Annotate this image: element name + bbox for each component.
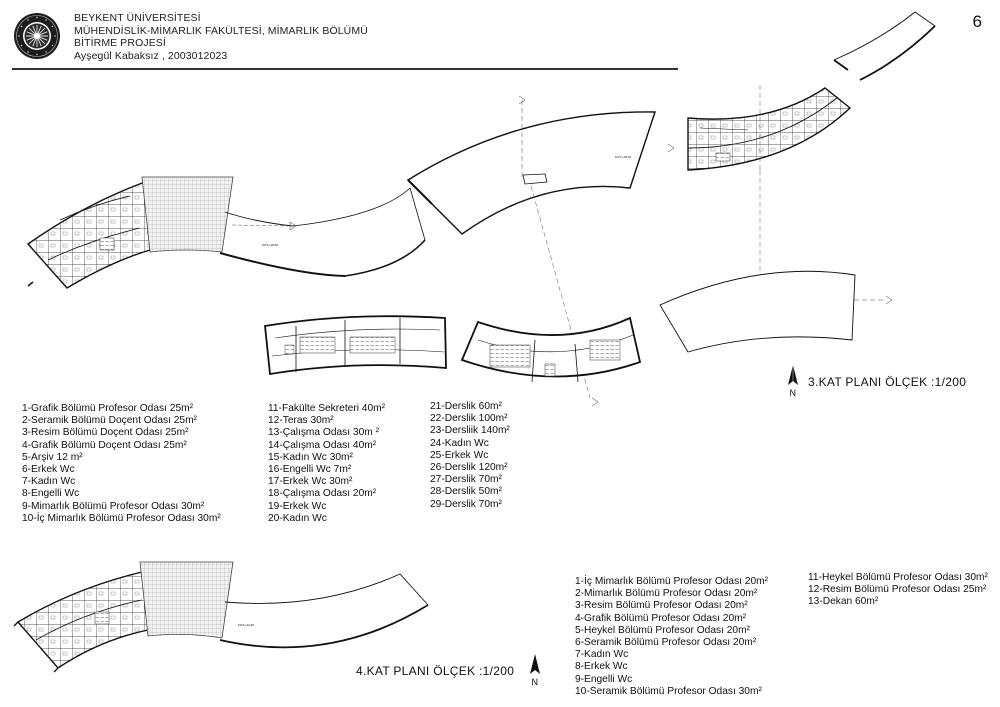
svg-text:KOT:+18.00: KOT:+18.00 — [615, 155, 631, 159]
legend-item: 7-Kadın Wc — [575, 649, 629, 661]
legend-item: 19-Erkek Wc — [268, 500, 327, 512]
legend-item: 3-Resim Bölümü Doçent Odası 25m² — [22, 427, 189, 439]
floor3-west-wing: KOT:+18.00 — [26, 176, 426, 289]
legend-item: 12-Teras 30m² — [268, 415, 334, 427]
legend-item: 18-Çalışma Odası 20m² — [268, 488, 377, 500]
project-name: BİTİRME PROJESİ — [74, 37, 166, 49]
floor3-legend-col3: 21-Derslik 60m² 22-Derslik 100m² 23-Ders… — [430, 401, 510, 511]
legend-item: 10-Seramik Bölümü Profesor Odası 30m² — [575, 685, 762, 697]
legend-item: 14-Çalışma Odası 40m² — [268, 439, 377, 451]
legend-item: 2-Mimarlık Bölümü Profesor Odası 20m² — [575, 588, 758, 600]
legend-item: 28-Derslik 50m² — [430, 486, 502, 498]
north-label: N — [532, 677, 539, 686]
svg-text:KOT:+18.00: KOT:+18.00 — [262, 243, 278, 247]
floor3-lower-east-slab — [659, 270, 856, 353]
author-name: Ayşegül Kabaksız , 2003012023 — [74, 49, 228, 62]
floor4-legend-col2: 11-Heykel Bölümü Profesor Odası 30m² 12-… — [808, 572, 988, 609]
header-rule — [12, 68, 678, 70]
legend-item: 5-Arşiv 12 m² — [22, 451, 83, 463]
page-number: 6 — [972, 12, 982, 31]
legend-item: 8-Engelli Wc — [22, 488, 80, 500]
legend-item: 13-Çalışma Odası 30m ² — [268, 427, 379, 439]
legend-item: 17-Erkek Wc 30m² — [268, 476, 353, 488]
legend-item: 5-Heykel Bölümü Profesor Odası 20m² — [575, 624, 750, 636]
legend-item: 1-İç Mimarlık Bölümü Profesor Odası 20m² — [575, 576, 769, 587]
floor3-classroom-block-east — [460, 316, 642, 407]
legend-item: 4-Grafik Bölümü Doçent Odası 25m² — [22, 439, 187, 451]
floor3-classroom-block-west — [264, 315, 447, 376]
floor3-legend-col1: 1-Grafik Bölümü Profesor Odası 25m² 2-Se… — [22, 403, 221, 525]
legend-item: 26-Derslik 120m² — [430, 461, 508, 473]
faculty-name: MÜHENDİSLİK-MİMARLIK FAKÜLTESİ, MİMARLIK… — [74, 24, 368, 37]
legend-item: 27-Derslik 70m² — [430, 474, 502, 486]
floor3-central-terrace: KOT:+18.00 — [406, 95, 656, 399]
legend-item: 24-Kadın Wc — [430, 437, 489, 449]
legend-item: 11-Fakülte Sekreteri 40m² — [268, 403, 386, 414]
north-arrow-icon: N — [530, 654, 540, 686]
legend-item: 12-Resim Bölümü Profesor Odası 25m² — [808, 584, 987, 596]
legend-item: 1-Grafik Bölümü Profesor Odası 25m² — [22, 403, 193, 414]
legend-item: 23-Dersliik 140m² — [430, 425, 510, 437]
legend-item: 8-Erkek Wc — [575, 661, 628, 673]
floor4-plan-title: 4.KAT PLANI ÖLÇEK :1/200 — [356, 664, 515, 678]
legend-item: 29-Derslik 70m² — [430, 498, 502, 510]
floor4-legend-col1: 1-İç Mimarlık Bölümü Profesor Odası 20m²… — [575, 576, 768, 698]
legend-item: 20-Kadın Wc — [268, 512, 327, 524]
university-name: BEYKENT ÜNİVERSİTESİ — [74, 12, 201, 24]
svg-text:KOT:+22.00: KOT:+22.00 — [238, 623, 254, 627]
legend-item: 6-Seramik Bölümü Profesor Odası 20m² — [575, 636, 757, 648]
legend-item: 15-Kadın Wc 30m² — [268, 451, 353, 463]
legend-item: 2-Seramik Bölümü Doçent Odası 25m² — [22, 415, 197, 427]
floor3-legend-col2: 11-Fakülte Sekreteri 40m² 12-Teras 30m² … — [268, 403, 385, 525]
legend-item: 3-Resim Bölümü Profesor Odası 20m² — [575, 600, 748, 612]
legend-item: 9-Mimarlık Bölümü Profesor Odası 30m² — [22, 500, 205, 512]
university-seal-logo — [14, 13, 60, 59]
legend-item: 21-Derslik 60m² — [430, 401, 502, 412]
legend-item: 9-Engelli Wc — [575, 673, 633, 685]
floor3-east-wing — [667, 11, 936, 305]
title-block: BEYKENT ÜNİVERSİTESİ MÜHENDİSLİK-MİMARLI… — [74, 12, 368, 62]
floor3-plan-title: 3.KAT PLANI ÖLÇEK :1/200 — [808, 375, 967, 389]
legend-item: 16-Engelli Wc 7m² — [268, 463, 352, 475]
legend-item: 13-Dekan 60m² — [808, 596, 879, 608]
north-label: N — [790, 388, 797, 397]
north-arrow-icon: N — [788, 365, 798, 397]
floor4-plan: KOT:+22.00 — [13, 561, 429, 673]
legend-item: 4-Grafik Bölümü Profesor Odası 20m² — [575, 612, 746, 624]
legend-item: 10-İç Mimarlık Bölümü Profesor Odası 30m… — [22, 512, 221, 524]
legend-item: 25-Erkek Wc — [430, 449, 489, 461]
legend-item: 7-Kadın Wc — [22, 476, 76, 488]
legend-item: 22-Derslik 100m² — [430, 413, 508, 425]
legend-item: 6-Erkek Wc — [22, 463, 75, 475]
legend-item: 11-Heykel Bölümü Profesor Odası 30m² — [808, 572, 988, 583]
